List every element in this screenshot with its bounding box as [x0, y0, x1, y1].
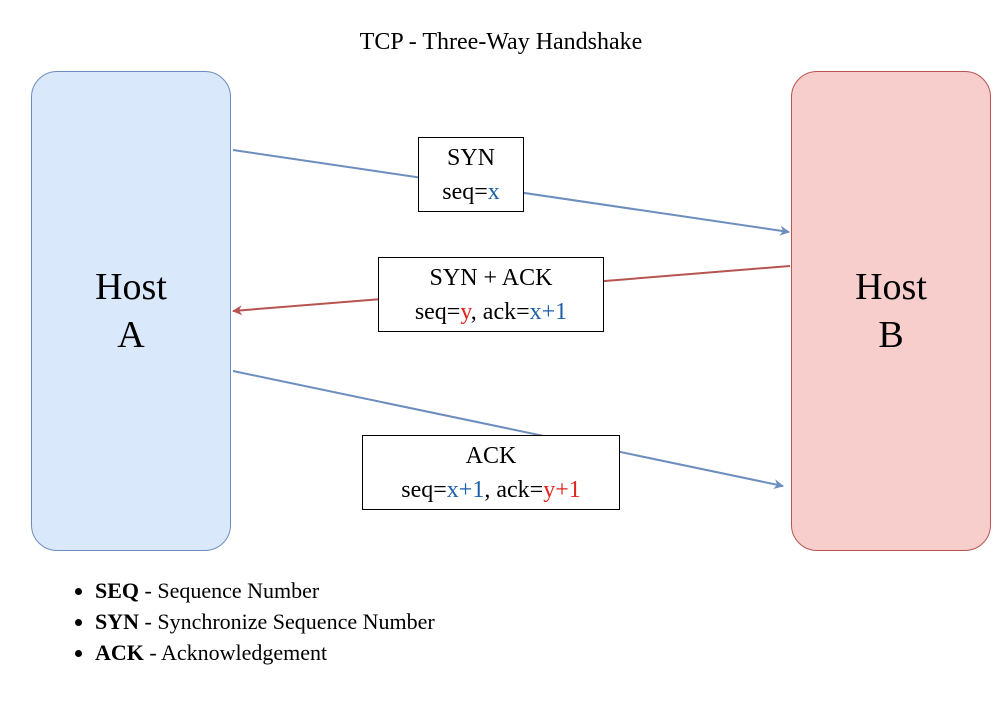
legend-desc: - Acknowledgement — [143, 640, 328, 665]
legend-term: SEQ — [95, 578, 140, 603]
ack-prefix: , ack= — [470, 298, 530, 325]
ack-arrow — [232, 370, 784, 490]
legend-item-seq: SEQ - Sequence Number — [95, 575, 435, 606]
host-b-box: Host B — [791, 71, 991, 551]
host-a-line1: Host — [95, 266, 167, 308]
ack-value-y-plus-1: y+1 — [543, 476, 581, 503]
host-a-line2: A — [117, 314, 145, 356]
ack-prefix: , ack= — [484, 476, 544, 503]
ack-message-box: ACK seq=x+1, ack=y+1 — [362, 435, 620, 510]
host-a-label: Host A — [95, 263, 167, 359]
syn-ack-message-name: SYN + ACK — [429, 264, 553, 291]
seq-value-x-plus-1: x+1 — [446, 476, 485, 503]
host-a-box: Host A — [31, 71, 231, 551]
legend-term: SYN — [95, 609, 140, 634]
seq-prefix: seq= — [442, 178, 488, 205]
seq-prefix: seq= — [401, 476, 447, 503]
ack-message-values: seq=x+1, ack=y+1 — [363, 473, 619, 507]
syn-message-name: SYN — [446, 144, 495, 171]
legend-desc: - Sequence Number — [139, 578, 320, 603]
syn-ack-message-values: seq=y, ack=x+1 — [379, 295, 603, 329]
seq-value-x: x — [487, 178, 500, 205]
legend-item-ack: ACK - Acknowledgement — [95, 637, 435, 668]
legend-item-syn: SYN - Synchronize Sequence Number — [95, 606, 435, 637]
syn-message-box: SYN seq=x — [418, 137, 524, 212]
seq-value-y: y — [460, 298, 471, 325]
diagram-title: TCP - Three-Way Handshake — [359, 29, 643, 55]
ack-message-name: ACK — [465, 442, 517, 469]
syn-ack-message-box: SYN + ACK seq=y, ack=x+1 — [378, 257, 604, 332]
host-b-label: Host B — [855, 263, 927, 359]
legend-list: SEQ - Sequence Number SYN - Synchronize … — [62, 575, 435, 668]
host-b-line1: Host — [855, 266, 927, 308]
syn-message-seq: seq=x — [419, 175, 523, 209]
legend-term: ACK — [95, 640, 144, 665]
host-b-line2: B — [878, 314, 904, 356]
seq-prefix: seq= — [414, 298, 461, 325]
legend-desc: - Synchronize Sequence Number — [139, 609, 435, 634]
ack-value-x-plus-1: x+1 — [529, 298, 568, 325]
